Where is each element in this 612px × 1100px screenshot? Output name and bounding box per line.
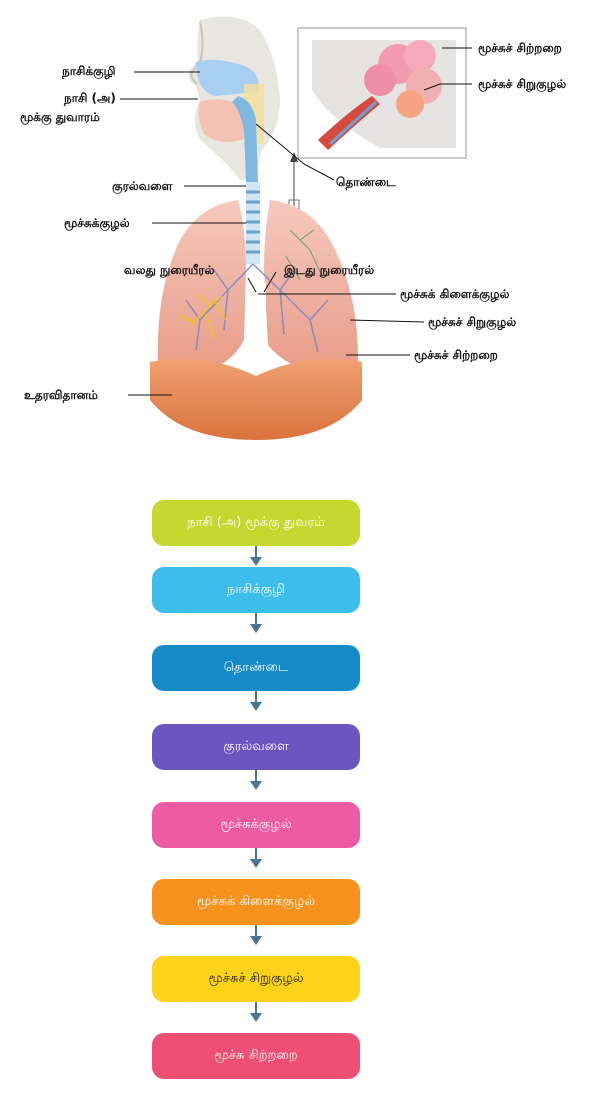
nasal-cavity-shape [196, 59, 259, 96]
label-bronchus: மூச்சுக் கிளைக்குழல் [400, 287, 510, 301]
airflow-flowchart: நாசி (அ) மூக்கு துவரம் நாசிக்குழி தொண்டை… [0, 500, 612, 1090]
mouth-region [198, 99, 248, 143]
label-pharynx: தொண்டை [336, 175, 396, 189]
flow-arrow [250, 546, 262, 566]
flow-arrow [250, 691, 262, 711]
face-profile [190, 21, 204, 85]
flow-step-alveoli: மூச்சு சிற்றறை [152, 1033, 360, 1079]
inset-alveoli-clusters [364, 40, 442, 118]
right-lung-yellow-branches [179, 293, 227, 339]
right-lung-shape [157, 200, 246, 377]
respiratory-system-diagram: நாசிக்குழி நாசி (அ) மூக்கு துவாரம் குரல்… [0, 0, 612, 460]
flow-step-label: மூச்சுக் கிளைக்குழல் [196, 894, 316, 909]
label-nasal-cavity: நாசிக்குழி [62, 64, 116, 78]
label-right-lung: வலது நுரையீரல் [124, 263, 215, 277]
flow-step-label: நாசிக்குழி [227, 582, 285, 597]
flow-step-nasal-cavity: நாசிக்குழி [152, 567, 360, 613]
leader-lines [120, 47, 472, 396]
flow-arrow [250, 1002, 262, 1022]
label-inset-bronchiole: மூச்சுச் சிறுகுழல் [478, 77, 567, 91]
label-diaphragm: உதரவிதானம் [24, 388, 98, 402]
label-trachea: மூச்சுக்குழல் [64, 216, 130, 230]
pharynx-tube [232, 96, 258, 182]
flow-step-trachea: மூச்சுக்குழல் [152, 802, 360, 848]
label-inset-alveoli: மூச்சுச் சிற்றறை [478, 41, 562, 55]
left-lung-vessels [285, 229, 323, 281]
flow-step-label: தொண்டை [223, 660, 289, 675]
flow-step-label: மூச்சு சிற்றறை [214, 1048, 298, 1063]
flow-step-bronchus: மூச்சுக் கிளைக்குழல் [152, 879, 360, 925]
flow-step-label: நாசி (அ) மூக்கு துவரம் [187, 515, 325, 530]
flow-step-pharynx: தொண்டை [152, 645, 360, 691]
flow-arrow [250, 770, 262, 790]
inset-bronchiole-tube [318, 96, 380, 150]
trachea-shape [246, 182, 260, 264]
label-bronchiole: மூச்சுச் சிறுகுழல் [428, 315, 517, 329]
flow-step-larynx: குரல்வளை [152, 724, 360, 770]
flow-step-bronchiole: மூச்சுச் சிறுகுழல் [152, 956, 360, 1002]
label-left-lung: இடது நுரையீரல் [284, 263, 375, 277]
flow-step-label: குரல்வளை [223, 739, 289, 754]
label-nostril-line1: நாசி (அ) [64, 91, 116, 105]
anatomy-illustration [120, 16, 472, 440]
label-larynx: குரல்வளை [112, 179, 173, 193]
flow-step-label: மூச்சுச் சிறுகுழல் [208, 971, 304, 986]
left-lung-shape [264, 200, 358, 378]
flow-arrow [250, 925, 262, 945]
label-nostril-line2: மூக்கு துவாரம் [20, 110, 100, 124]
flow-arrow [250, 848, 262, 868]
flow-step-nostril: நாசி (அ) மூக்கு துவரம் [152, 500, 360, 546]
flow-step-label: மூச்சுக்குழல் [220, 817, 292, 832]
bronchial-tree [185, 263, 329, 353]
label-alveoli: மூச்சுச் சிற்றறை [414, 348, 498, 362]
flow-arrow [250, 613, 262, 633]
diaphragm-shape [150, 359, 362, 440]
heart-space [246, 282, 266, 360]
